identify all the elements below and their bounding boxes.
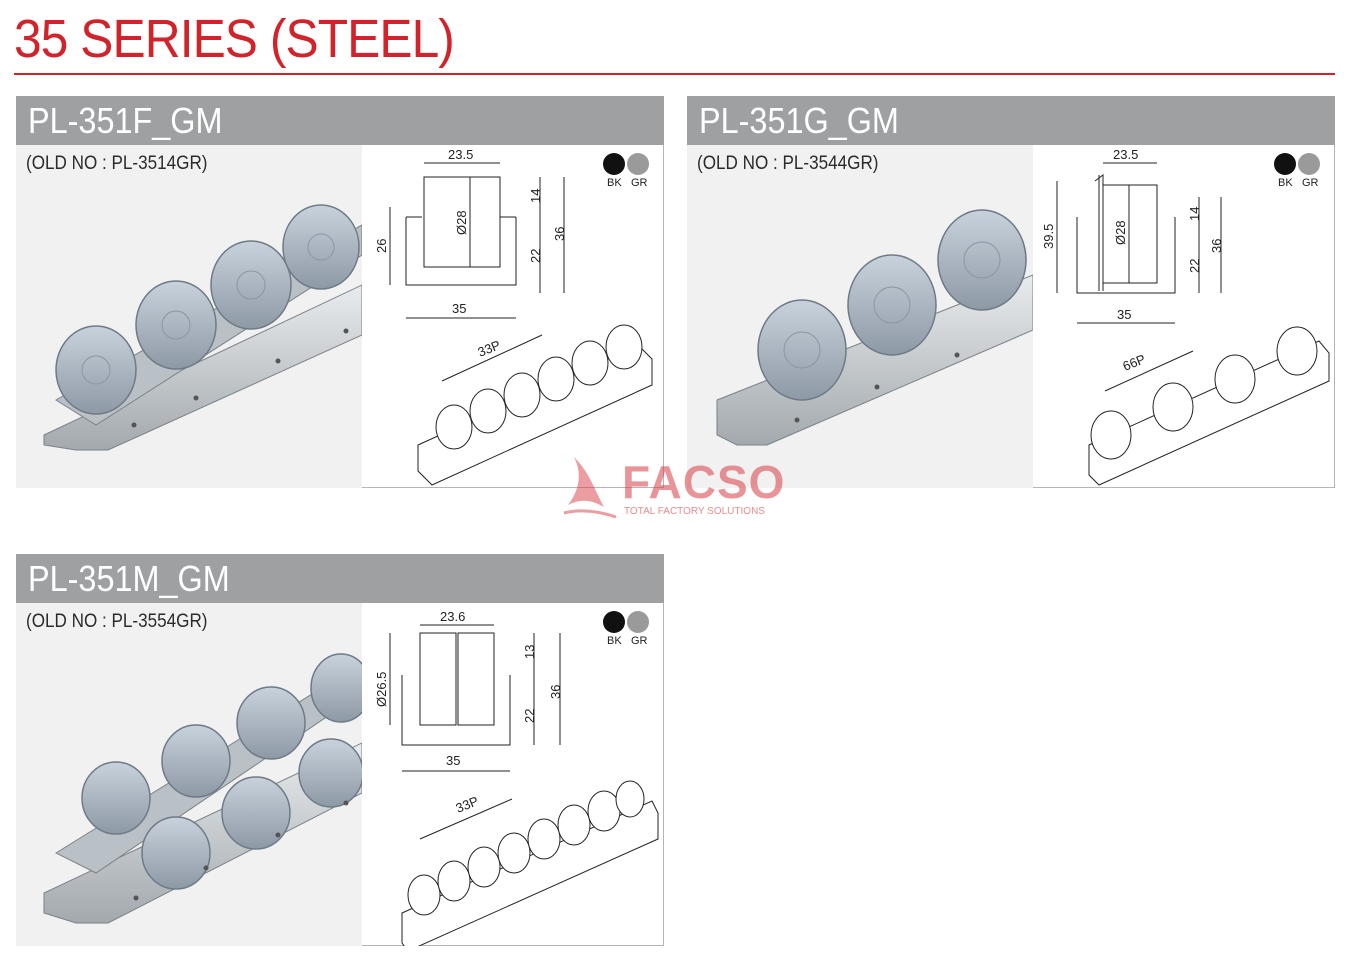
dim-base: 35 — [446, 753, 460, 768]
dim-pitch: 33P — [454, 793, 481, 816]
black-swatch — [1274, 153, 1296, 175]
card-header: PL-351F_GM — [16, 96, 664, 145]
dim-pitch: 66P — [1121, 351, 1148, 374]
color-label-gr: GR — [1302, 177, 1319, 189]
title-divider — [14, 73, 1335, 75]
product-card-pl-351m: PL-351M_GM — [16, 554, 664, 946]
dim-upper: 14 — [528, 189, 543, 203]
product-model: PL-351M_GM — [28, 558, 230, 599]
dim-total: 36 — [548, 685, 563, 699]
dim-total: 36 — [552, 227, 567, 241]
color-options: BK GR — [601, 153, 651, 193]
dim-lower: 22 — [528, 249, 543, 263]
roller-track-photo — [716, 209, 1033, 446]
old-part-number: (OLD NO : PL-3544GR) — [697, 153, 879, 174]
color-label-bk: BK — [607, 635, 622, 647]
dim-total: 36 — [1209, 239, 1224, 253]
product-photo: (OLD NO : PL-3514GR) — [16, 145, 362, 488]
dim-side-height: 26 — [374, 239, 389, 253]
dim-diameter: Ø28 — [454, 210, 469, 235]
card-header: PL-351M_GM — [16, 554, 664, 603]
color-label-gr: GR — [631, 635, 648, 647]
dim-width-top: 23.5 — [448, 147, 473, 162]
technical-drawing: 23.5 Ø28 39.5 14 22 36 35 66P BK GR — [1033, 145, 1335, 488]
old-part-number: (OLD NO : PL-3554GR) — [26, 611, 208, 632]
facso-watermark: FACSO TOTAL FACTORY SOLUTIONS — [560, 455, 800, 525]
color-label-gr: GR — [631, 177, 648, 189]
technical-drawing: 23.5 Ø28 26 14 22 36 35 33P BK GR — [362, 145, 664, 488]
gray-swatch — [627, 153, 649, 175]
black-swatch — [603, 611, 625, 633]
dim-width-top: 23.5 — [1113, 147, 1138, 162]
roller-track-photo — [43, 653, 362, 924]
dimension-drawing: 23.5 Ø28 26 14 22 36 35 33P — [374, 147, 653, 486]
technical-drawing: 23.6 Ø26.5 13 22 36 35 33P BK — [362, 603, 664, 946]
dim-pitch: 33P — [476, 337, 503, 360]
dimension-drawing: 23.6 Ø26.5 13 22 36 35 33P — [374, 609, 659, 946]
page-title: 35 SERIES (STEEL) — [14, 9, 455, 69]
color-options: BK GR — [601, 611, 651, 651]
gray-swatch — [627, 611, 649, 633]
black-swatch — [603, 153, 625, 175]
roller-track-photo — [43, 204, 362, 451]
dim-diameter: Ø28 — [1113, 220, 1128, 245]
color-options: BK GR — [1272, 153, 1322, 193]
product-photo: (OLD NO : PL-3554GR) — [16, 603, 362, 946]
dimension-drawing: 23.5 Ø28 39.5 14 22 36 35 66P — [1041, 147, 1330, 486]
dim-diameter: Ø26.5 — [374, 672, 389, 707]
dim-lower: 22 — [1187, 259, 1202, 273]
facso-logo-icon — [563, 457, 617, 519]
color-label-bk: BK — [607, 177, 622, 189]
product-photo: (OLD NO : PL-3544GR) — [687, 145, 1033, 488]
product-model: PL-351F_GM — [28, 100, 223, 141]
product-model: PL-351G_GM — [699, 100, 899, 141]
product-card-pl-351f: PL-351F_GM — [16, 96, 664, 488]
dim-side-height: 39.5 — [1041, 224, 1056, 249]
watermark-tagline: TOTAL FACTORY SOLUTIONS — [624, 506, 765, 517]
old-part-number: (OLD NO : PL-3514GR) — [26, 153, 208, 174]
card-header: PL-351G_GM — [687, 96, 1335, 145]
product-card-pl-351g: PL-351G_GM (OLD NO : PL-3544GR — [687, 96, 1335, 488]
dim-base: 35 — [452, 301, 466, 316]
dim-upper: 14 — [1187, 207, 1202, 221]
color-label-bk: BK — [1278, 177, 1293, 189]
gray-swatch — [1298, 153, 1320, 175]
dim-width-top: 23.6 — [440, 609, 465, 624]
dim-upper: 13 — [522, 645, 537, 659]
watermark-brand: FACSO — [622, 456, 786, 508]
dim-lower: 22 — [522, 709, 537, 723]
dim-base: 35 — [1117, 307, 1131, 322]
